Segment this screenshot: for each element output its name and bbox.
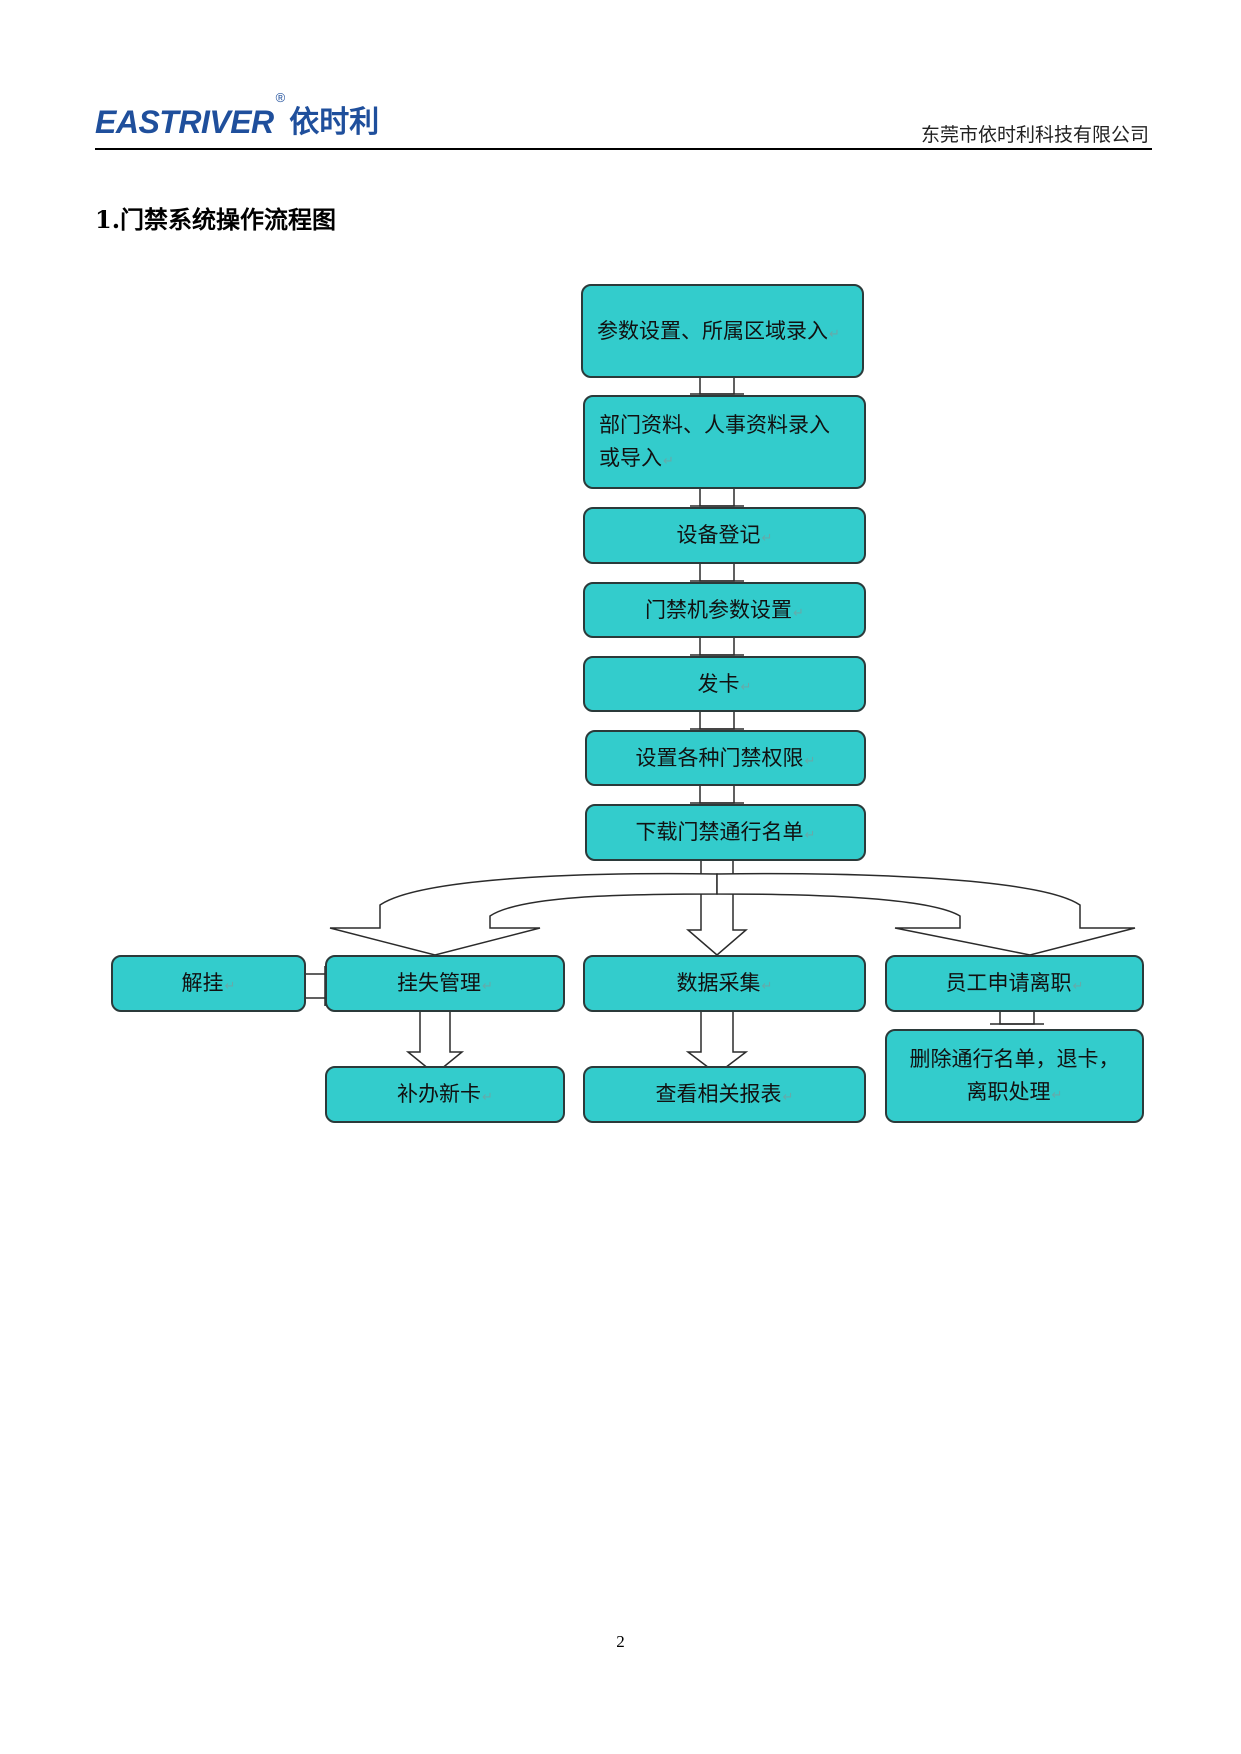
down-connector-5 bbox=[690, 710, 744, 730]
down-connector-1 bbox=[690, 375, 744, 395]
logo-registered-mark: ® bbox=[275, 90, 286, 105]
flow-step-device-registration: 设备登记↵ bbox=[583, 507, 866, 564]
flow-node-delete-list: 删除通行名单，退卡，离职处理↵ bbox=[885, 1029, 1144, 1123]
unhang-connector bbox=[305, 966, 326, 1006]
company-logo: EASTRIVER ® 依时利 bbox=[95, 88, 379, 138]
left-branch-arrow bbox=[329, 872, 718, 956]
flow-step-download-list: 下载门禁通行名单↵ bbox=[585, 804, 866, 861]
flow-node-resignation: 员工申请离职↵ bbox=[885, 955, 1144, 1012]
flow-node-unhang: 解挂↵ bbox=[111, 955, 306, 1012]
flow-step-door-params: 门禁机参数设置↵ bbox=[583, 582, 866, 638]
logo-chinese-name: 依时利 bbox=[289, 105, 380, 140]
down-connector-4 bbox=[690, 636, 744, 656]
down-connector-3 bbox=[690, 562, 744, 582]
reissue-arrow bbox=[405, 1007, 465, 1075]
flow-step-params-area: 参数设置、所属区域录入↵ bbox=[581, 284, 864, 378]
logo-wordmark: EASTRIVER bbox=[95, 104, 274, 140]
right-branch-arrow bbox=[716, 872, 1136, 956]
flow-node-report-loss: 挂失管理↵ bbox=[325, 955, 565, 1012]
flow-node-data-collection: 数据采集↵ bbox=[583, 955, 866, 1012]
flow-step-issue-card: 发卡↵ bbox=[583, 656, 866, 712]
page-number: 2 bbox=[616, 1632, 625, 1651]
flow-step-permissions: 设置各种门禁权限↵ bbox=[585, 730, 866, 786]
reports-arrow bbox=[685, 1007, 749, 1075]
flow-node-reissue-card: 补办新卡↵ bbox=[325, 1066, 565, 1123]
down-connector-6 bbox=[690, 784, 744, 804]
flow-node-view-reports: 查看相关报表↵ bbox=[583, 1066, 866, 1123]
header-rule bbox=[95, 148, 1152, 150]
delete-connector bbox=[990, 1007, 1044, 1025]
section-title: 1.门禁系统操作流程图 bbox=[95, 205, 337, 234]
company-name: 东莞市依时利科技有限公司 bbox=[920, 124, 1149, 146]
down-connector-2 bbox=[690, 487, 744, 507]
flow-step-dept-personnel: 部门资料、人事资料录入或导入↵ bbox=[583, 395, 866, 489]
